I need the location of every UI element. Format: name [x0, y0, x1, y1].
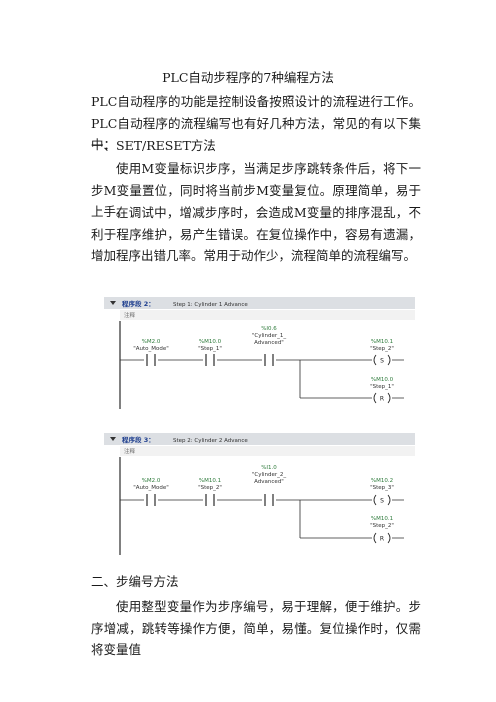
network-2-title: Step 1: Cylinder 1 Advance — [173, 302, 248, 308]
svg-text:%M2.0: %M2.0 — [142, 339, 161, 345]
network-2: 程序段 2： Step 1: Cylinder 1 Advance 注释 %M2… — [104, 297, 415, 409]
network-2-header: 程序段 2： — [121, 299, 155, 308]
network-3-contact-step-2[interactable]: %M10.1 "Step_2" — [198, 478, 222, 506]
network-2-comment-bar — [120, 310, 415, 320]
network-3-coil-set-step-3[interactable]: S %M10.2 "Step_3" — [370, 478, 394, 506]
network-3-comment-label: 注释 — [124, 447, 136, 455]
section2-paragraph-1: 使用整型变量作为步序编号，易于理解，便于维护。步序增减，跳转等操作方便，简单，易… — [91, 599, 421, 657]
intro-paragraph: PLC自动程序的功能是控制设备按照设计的流程进行工作。PLC自动程序的流程编写也… — [91, 94, 421, 152]
network-2-header-bar — [104, 297, 415, 309]
svg-text:"Step_3": "Step_3" — [370, 485, 394, 491]
svg-text:%M10.1: %M10.1 — [371, 339, 393, 345]
section1-paragraph-2: 在调试中，增减步序时，会造成M变量的排序混乱，不利于程序维护，易产生错误。在复位… — [91, 205, 421, 263]
network-3-contact-cylinder-2-advanced[interactable]: %I1.0 "Cylinder_2_ Advanced" — [252, 465, 287, 506]
svg-text:"Step_1": "Step_1" — [198, 346, 222, 352]
svg-text:%M10.1: %M10.1 — [199, 478, 221, 484]
svg-text:%I0.6: %I0.6 — [261, 326, 277, 332]
svg-text:%M10.0: %M10.0 — [199, 339, 222, 345]
network-2-comment-label: 注释 — [124, 311, 136, 319]
section2-heading: 二、步编号方法 — [91, 574, 179, 589]
svg-text:"Step_2": "Step_2" — [370, 346, 394, 352]
svg-text:"Step_1": "Step_1" — [370, 384, 394, 390]
svg-text:Advanced": Advanced" — [254, 340, 284, 346]
svg-text:%M10.0: %M10.0 — [371, 377, 394, 383]
network-3-header-bar — [104, 433, 415, 445]
network-3-comment-bar — [120, 446, 415, 456]
svg-text:%I1.0: %I1.0 — [261, 465, 277, 471]
svg-text:"Cylinder_1_: "Cylinder_1_ — [252, 333, 287, 339]
network-3-contact-auto-mode[interactable]: %M2.0 "Auto_Mode" — [133, 478, 169, 506]
svg-text:Advanced": Advanced" — [254, 479, 284, 485]
collapse-triangle-icon[interactable] — [110, 301, 116, 305]
network-2-coil-set-step-2[interactable]: S %M10.1 "Step_2" — [370, 339, 394, 366]
collapse-triangle-icon[interactable] — [110, 437, 116, 441]
svg-text:R: R — [380, 396, 384, 403]
network-2-contact-auto-mode[interactable]: %M2.0 "Auto_Mode" — [133, 339, 169, 366]
svg-text:%M10.2: %M10.2 — [371, 478, 393, 484]
document-title: PLC自动步程序的7种编程方法 — [162, 70, 334, 85]
ladder-diagram-svg: 程序段 2： Step 1: Cylinder 1 Advance 注释 %M2… — [104, 297, 415, 555]
svg-text:R: R — [380, 536, 384, 543]
svg-text:"Step_2": "Step_2" — [370, 523, 394, 529]
network-3-header: 程序段 3： — [121, 435, 155, 444]
network-3-title: Step 2: Cylinder 2 Advance — [173, 438, 248, 444]
svg-text:"Auto_Mode": "Auto_Mode" — [133, 485, 169, 491]
svg-text:S: S — [380, 498, 384, 505]
svg-text:"Step_2": "Step_2" — [198, 485, 222, 491]
svg-text:"Auto_Mode": "Auto_Mode" — [133, 346, 169, 352]
network-3: 程序段 3： Step 2: Cylinder 2 Advance 注释 %M2… — [104, 433, 415, 555]
network-2-contact-step-1[interactable]: %M10.0 "Step_1" — [198, 339, 222, 366]
network-3-coil-reset-step-2[interactable]: R %M10.1 "Step_2" — [370, 516, 394, 544]
svg-text:%M2.0: %M2.0 — [142, 478, 161, 484]
ladder-diagram-figure: 程序段 2： Step 1: Cylinder 1 Advance 注释 %M2… — [104, 297, 415, 555]
svg-text:"Cylinder_2_: "Cylinder_2_ — [252, 472, 287, 478]
network-2-coil-reset-step-1[interactable]: R %M10.0 "Step_1" — [370, 377, 394, 404]
section1-heading: 一、SET/RESET方法 — [91, 138, 216, 153]
section1-paragraph-1: 使用M变量标识步序，当满足步序跳转条件后，将下一步M变量置位，同时将当前步M变量… — [91, 161, 421, 219]
network-2-contact-cylinder-1-advanced[interactable]: %I0.6 "Cylinder_1_ Advanced" — [252, 326, 287, 366]
svg-text:%M10.1: %M10.1 — [371, 516, 393, 522]
svg-text:S: S — [380, 358, 384, 365]
